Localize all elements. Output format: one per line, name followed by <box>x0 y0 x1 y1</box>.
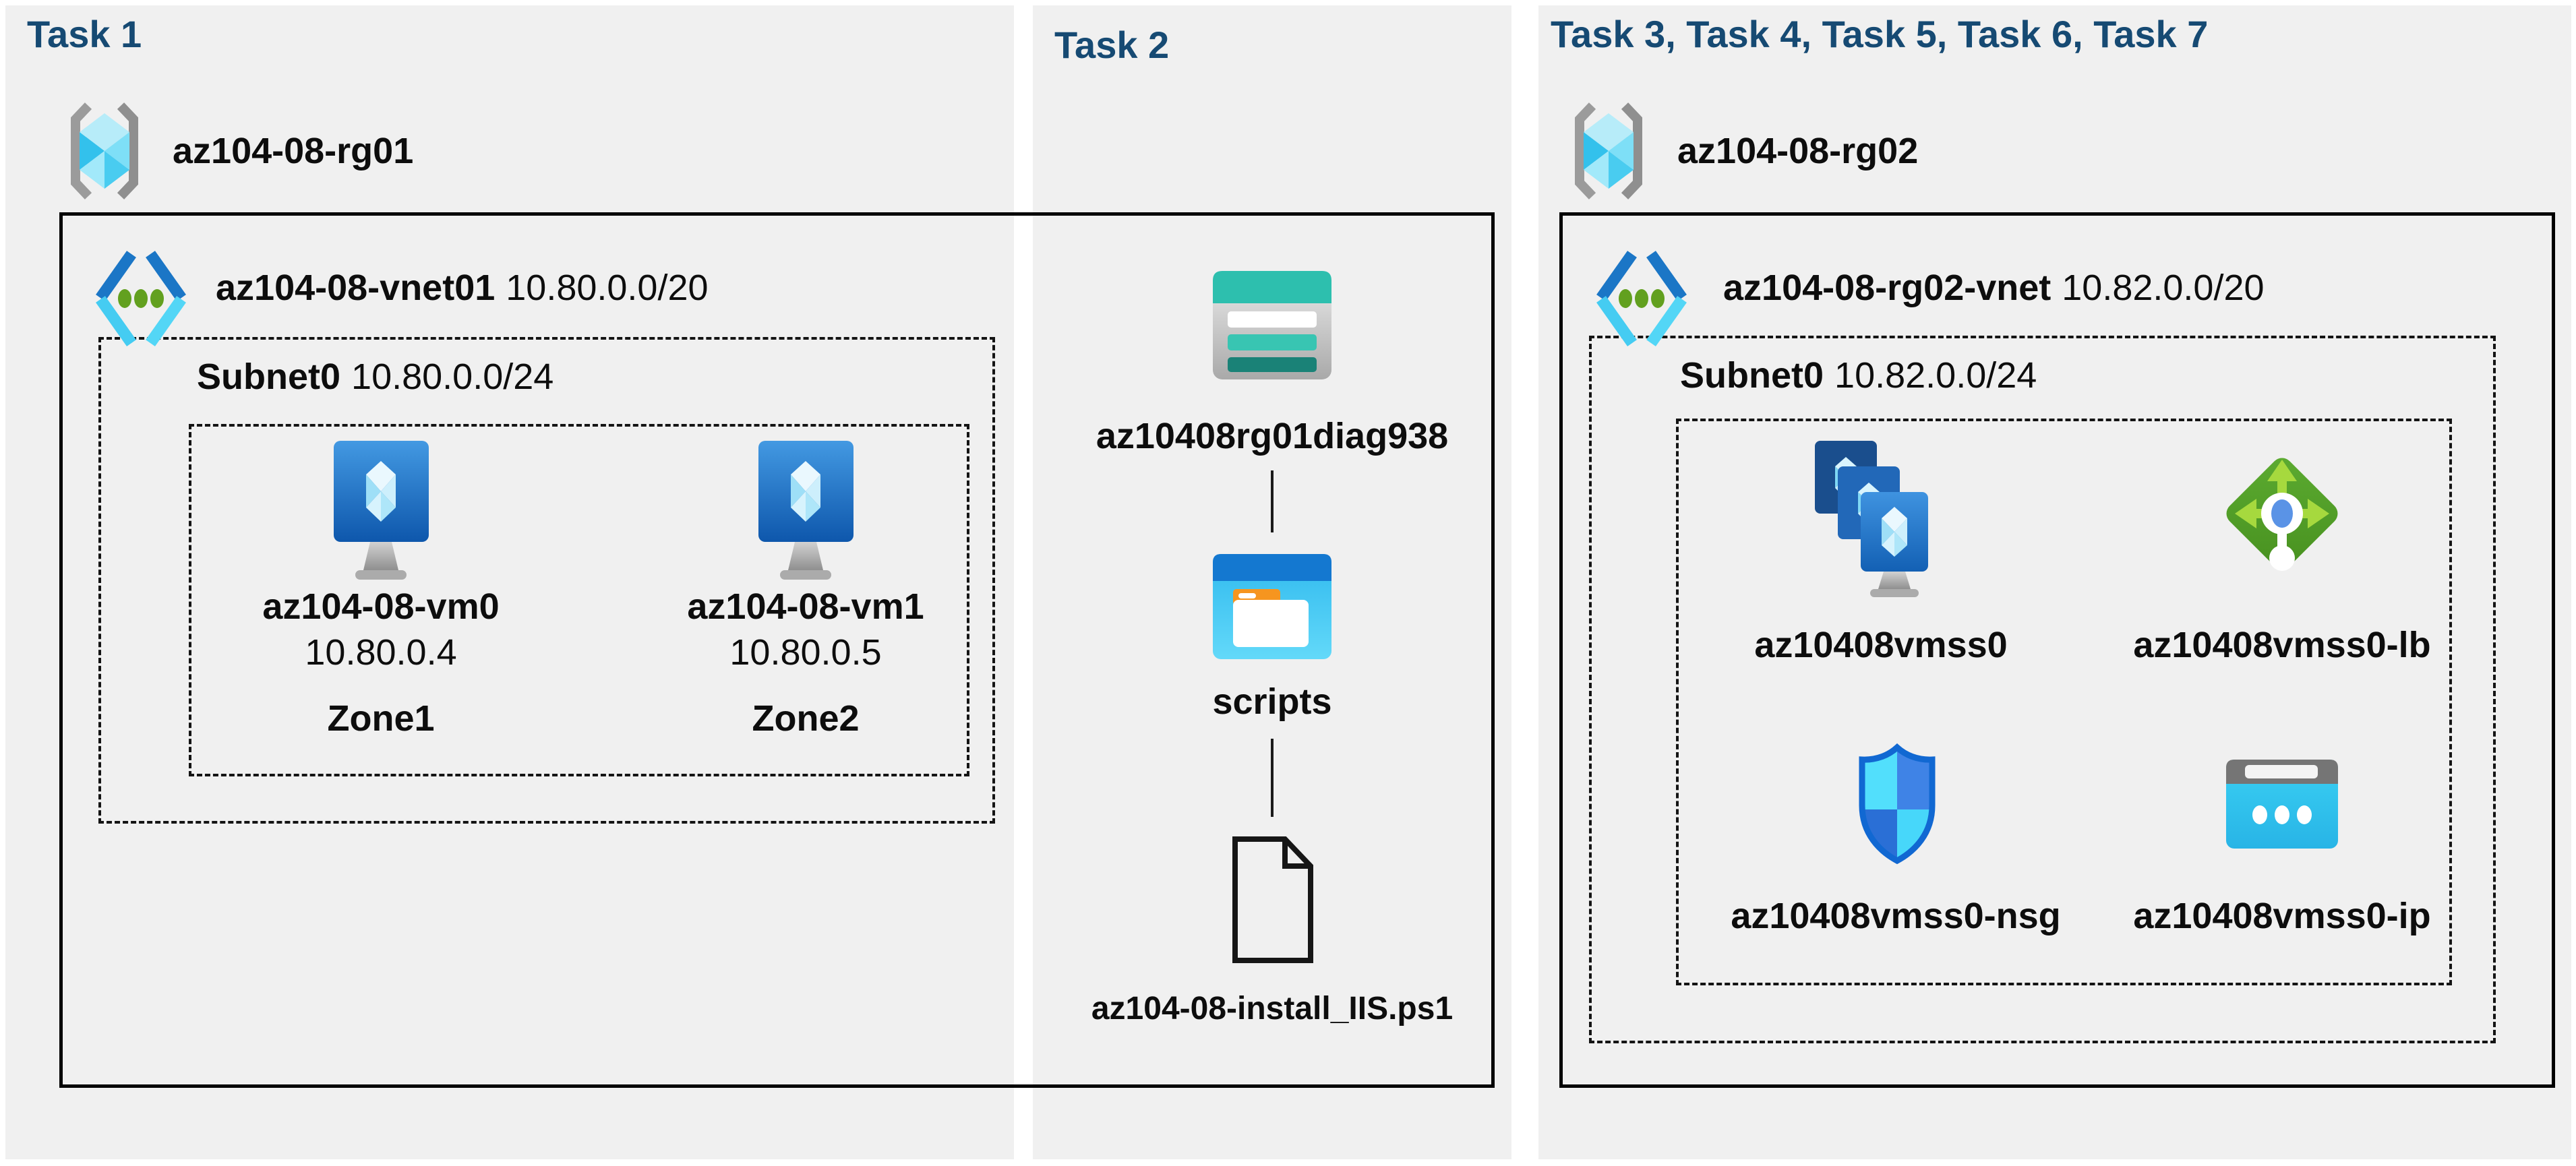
subnet2-cidr: 10.82.0.0/24 <box>1834 355 2037 396</box>
vnet2-label: az104-08-rg02-vnet 10.82.0.0/20 <box>1723 268 2265 307</box>
network-security-group-icon <box>1859 743 1936 865</box>
panel-task1 <box>5 5 1014 1159</box>
subnet1-name: Subnet0 <box>197 357 341 397</box>
blob-container-icon <box>1213 554 1331 659</box>
resource-group2-name: az104-08-rg02 <box>1677 131 1919 171</box>
virtual-machine-icon <box>334 441 429 580</box>
script-file-icon <box>1232 836 1313 963</box>
connector-storage-to-container <box>1271 470 1274 532</box>
connector-container-to-file <box>1271 739 1274 817</box>
subnet1-inner-boundary <box>189 424 969 776</box>
subnet2-name: Subnet0 <box>1680 355 1824 396</box>
vm1-zone: Zone2 <box>752 698 860 739</box>
public-ip-icon <box>2226 760 2338 849</box>
resource-group-icon <box>1575 102 1642 200</box>
task2-title: Task 2 <box>1054 24 1170 66</box>
subnet2-boundary <box>1589 336 2496 1043</box>
virtual-network-icon <box>1596 251 1687 346</box>
vm0-ip: 10.80.0.4 <box>305 632 457 673</box>
storage-account-name: az10408rg01diag938 <box>1096 416 1449 456</box>
vnet-cidr: 10.80.0.0/20 <box>506 268 709 308</box>
load-balancer-name: az10408vmss0-lb <box>2133 625 2431 665</box>
vnet-name: az104-08-vnet01 <box>216 268 496 308</box>
task3-title: Task 3, Task 4, Task 5, Task 6, Task 7 <box>1551 13 2209 55</box>
vnet1-boundary <box>59 212 1495 1088</box>
container-name: scripts <box>1212 681 1332 722</box>
subnet1-cidr: 10.80.0.0/24 <box>351 357 554 397</box>
resource-group-icon <box>71 102 138 200</box>
vnet2-cidr: 10.82.0.0/20 <box>2062 268 2265 308</box>
storage-account-icon <box>1213 271 1331 379</box>
vm0-name: az104-08-vm0 <box>262 586 500 627</box>
public-ip-name: az10408vmss0-ip <box>2133 896 2431 936</box>
resource-group-name: az104-08-rg01 <box>173 131 414 171</box>
panel-task3 <box>1538 5 2571 1159</box>
virtual-machine-icon <box>758 441 853 580</box>
vnet2-boundary <box>1559 212 2555 1088</box>
subnet2-inner-boundary <box>1676 419 2452 985</box>
nsg-name: az10408vmss0-nsg <box>1731 896 2061 936</box>
vmss-name: az10408vmss0 <box>1754 625 2008 665</box>
vm-scale-set-icon <box>1815 441 1928 597</box>
virtual-network-icon <box>96 251 186 346</box>
script-file-name: az104-08-install_IIS.ps1 <box>1091 991 1454 1026</box>
subnet1-boundary <box>98 337 995 824</box>
task1-title: Task 1 <box>27 13 142 55</box>
vm1-name: az104-08-vm1 <box>687 586 924 627</box>
vm1-ip: 10.80.0.5 <box>729 632 882 673</box>
vnet2-name: az104-08-rg02-vnet <box>1723 268 2051 308</box>
load-balancer-icon <box>2226 458 2338 571</box>
vm0-zone: Zone1 <box>327 698 435 739</box>
